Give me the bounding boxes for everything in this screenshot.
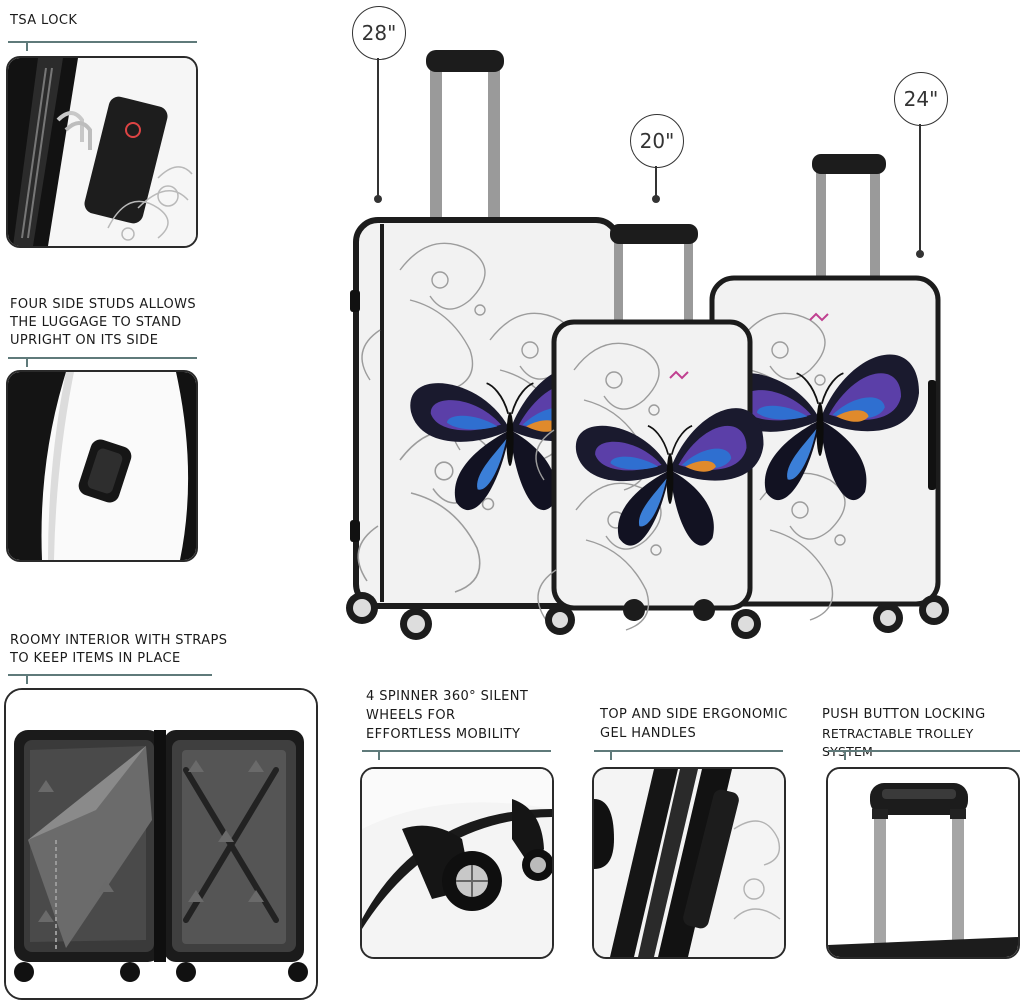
trolley-handle-icon xyxy=(828,769,1018,957)
interior-image xyxy=(6,690,316,998)
side-studs-label-line2: THE LUGGAGE TO STAND xyxy=(10,315,182,330)
side-studs-label-line1: FOUR SIDE STUDS ALLOWS xyxy=(10,297,196,312)
wheels-rule xyxy=(362,750,551,752)
tsa-lock-rule xyxy=(8,41,197,43)
handles-rule xyxy=(594,750,783,752)
handles-label-line2: GEL HANDLES xyxy=(600,726,697,741)
trolley-label-line2: RETRACTABLE TROLLEY SYSTEM xyxy=(822,726,974,759)
wheels-label-line3: EFFORTLESS MOBILITY xyxy=(366,727,521,742)
luggage-set-image xyxy=(346,50,949,640)
size-badge-20: 20" xyxy=(630,114,684,168)
spinner-wheel-icon xyxy=(362,769,552,957)
wheels-label-line2: WHEELS FOR xyxy=(366,708,456,723)
tsa-lock-label: TSA LOCK xyxy=(10,13,78,28)
handles-panel xyxy=(592,767,786,959)
handles-label-line1: TOP AND SIDE ERGONOMIC xyxy=(600,707,788,722)
trolley-panel xyxy=(826,767,1020,959)
interior-panel xyxy=(4,688,318,1000)
wheels-label-line1: 4 SPINNER 360° SILENT xyxy=(366,689,529,704)
tsa-lock-icon xyxy=(8,58,196,246)
interior-label-line2: TO KEEP ITEMS IN PLACE xyxy=(10,651,181,666)
trolley-rule xyxy=(828,750,1020,752)
interior-label-line1: ROOMY INTERIOR WITH STRAPS xyxy=(10,633,228,648)
trolley-label-line1: PUSH BUTTON LOCKING xyxy=(822,707,986,722)
interior-rule xyxy=(8,674,212,676)
gel-handle-icon xyxy=(594,769,784,957)
wheels-panel xyxy=(360,767,554,959)
size-badge-24: 24" xyxy=(894,72,948,126)
side-studs-label-line3: UPRIGHT ON ITS SIDE xyxy=(10,333,159,348)
luggage-20-inch xyxy=(535,224,765,639)
side-studs-rule xyxy=(8,357,197,359)
tsa-lock-panel xyxy=(6,56,198,248)
side-studs-panel xyxy=(6,370,198,562)
size-badge-28: 28" xyxy=(352,6,406,60)
side-stud-icon xyxy=(8,372,196,560)
